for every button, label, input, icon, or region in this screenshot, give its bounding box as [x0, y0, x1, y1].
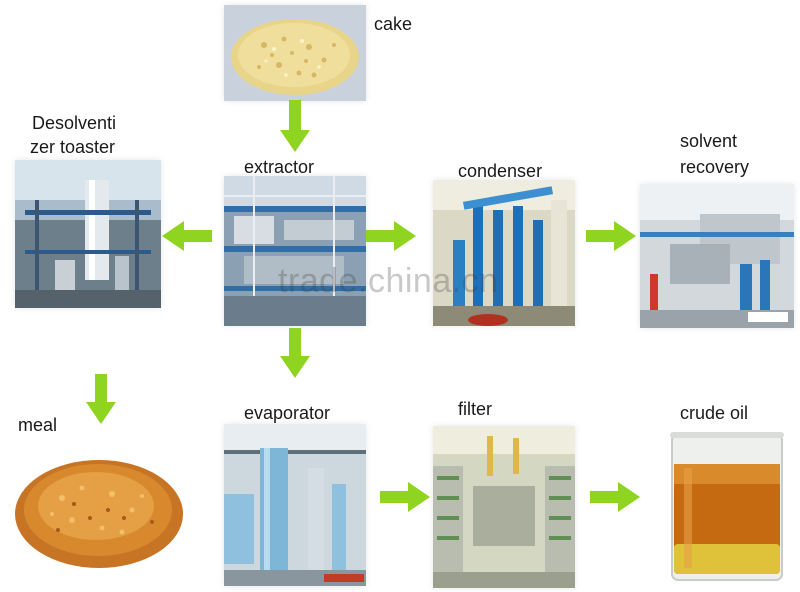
desolventizer-label-line2: zer toaster: [30, 137, 116, 157]
arrow-extractor-to-evaporator: [280, 328, 310, 378]
crude-oil-photo: [660, 424, 794, 584]
solvent-recovery-label-line1: solvent: [680, 131, 738, 151]
extractor-photo: [224, 176, 366, 326]
arrow-cake-to-extractor: [280, 100, 310, 152]
solvent-recovery-photo: [640, 184, 794, 328]
arrow-extractor-to-condenser: [366, 221, 416, 251]
condenser-label: condenser: [458, 161, 543, 181]
arrow-evaporator-to-filter: [380, 482, 430, 512]
watermark: trade.china.cn: [278, 262, 499, 300]
cake-label: cake: [374, 14, 413, 34]
arrow-desolventizer-to-meal: [86, 374, 116, 424]
desolventizer-label-line1: Desolventi: [32, 113, 117, 133]
meal-photo: [12, 448, 186, 572]
crude-oil-label: crude oil: [680, 403, 749, 423]
evaporator-photo: [224, 424, 366, 586]
condenser-photo: [433, 180, 575, 326]
solvent-recovery-label-line2: recovery: [680, 157, 750, 177]
filter-photo: [433, 426, 575, 588]
evaporator-label: evaporator: [244, 403, 331, 423]
cake-photo: [224, 5, 366, 101]
desolventizer-toaster-photo: [15, 160, 161, 308]
extractor-label: extractor: [244, 157, 315, 177]
arrow-extractor-to-desolventizer: [162, 221, 212, 251]
arrow-condenser-to-solvent-recovery: [586, 221, 636, 251]
arrow-filter-to-crude-oil: [590, 482, 640, 512]
meal-label: meal: [18, 415, 58, 435]
filter-label: filter: [458, 399, 493, 419]
